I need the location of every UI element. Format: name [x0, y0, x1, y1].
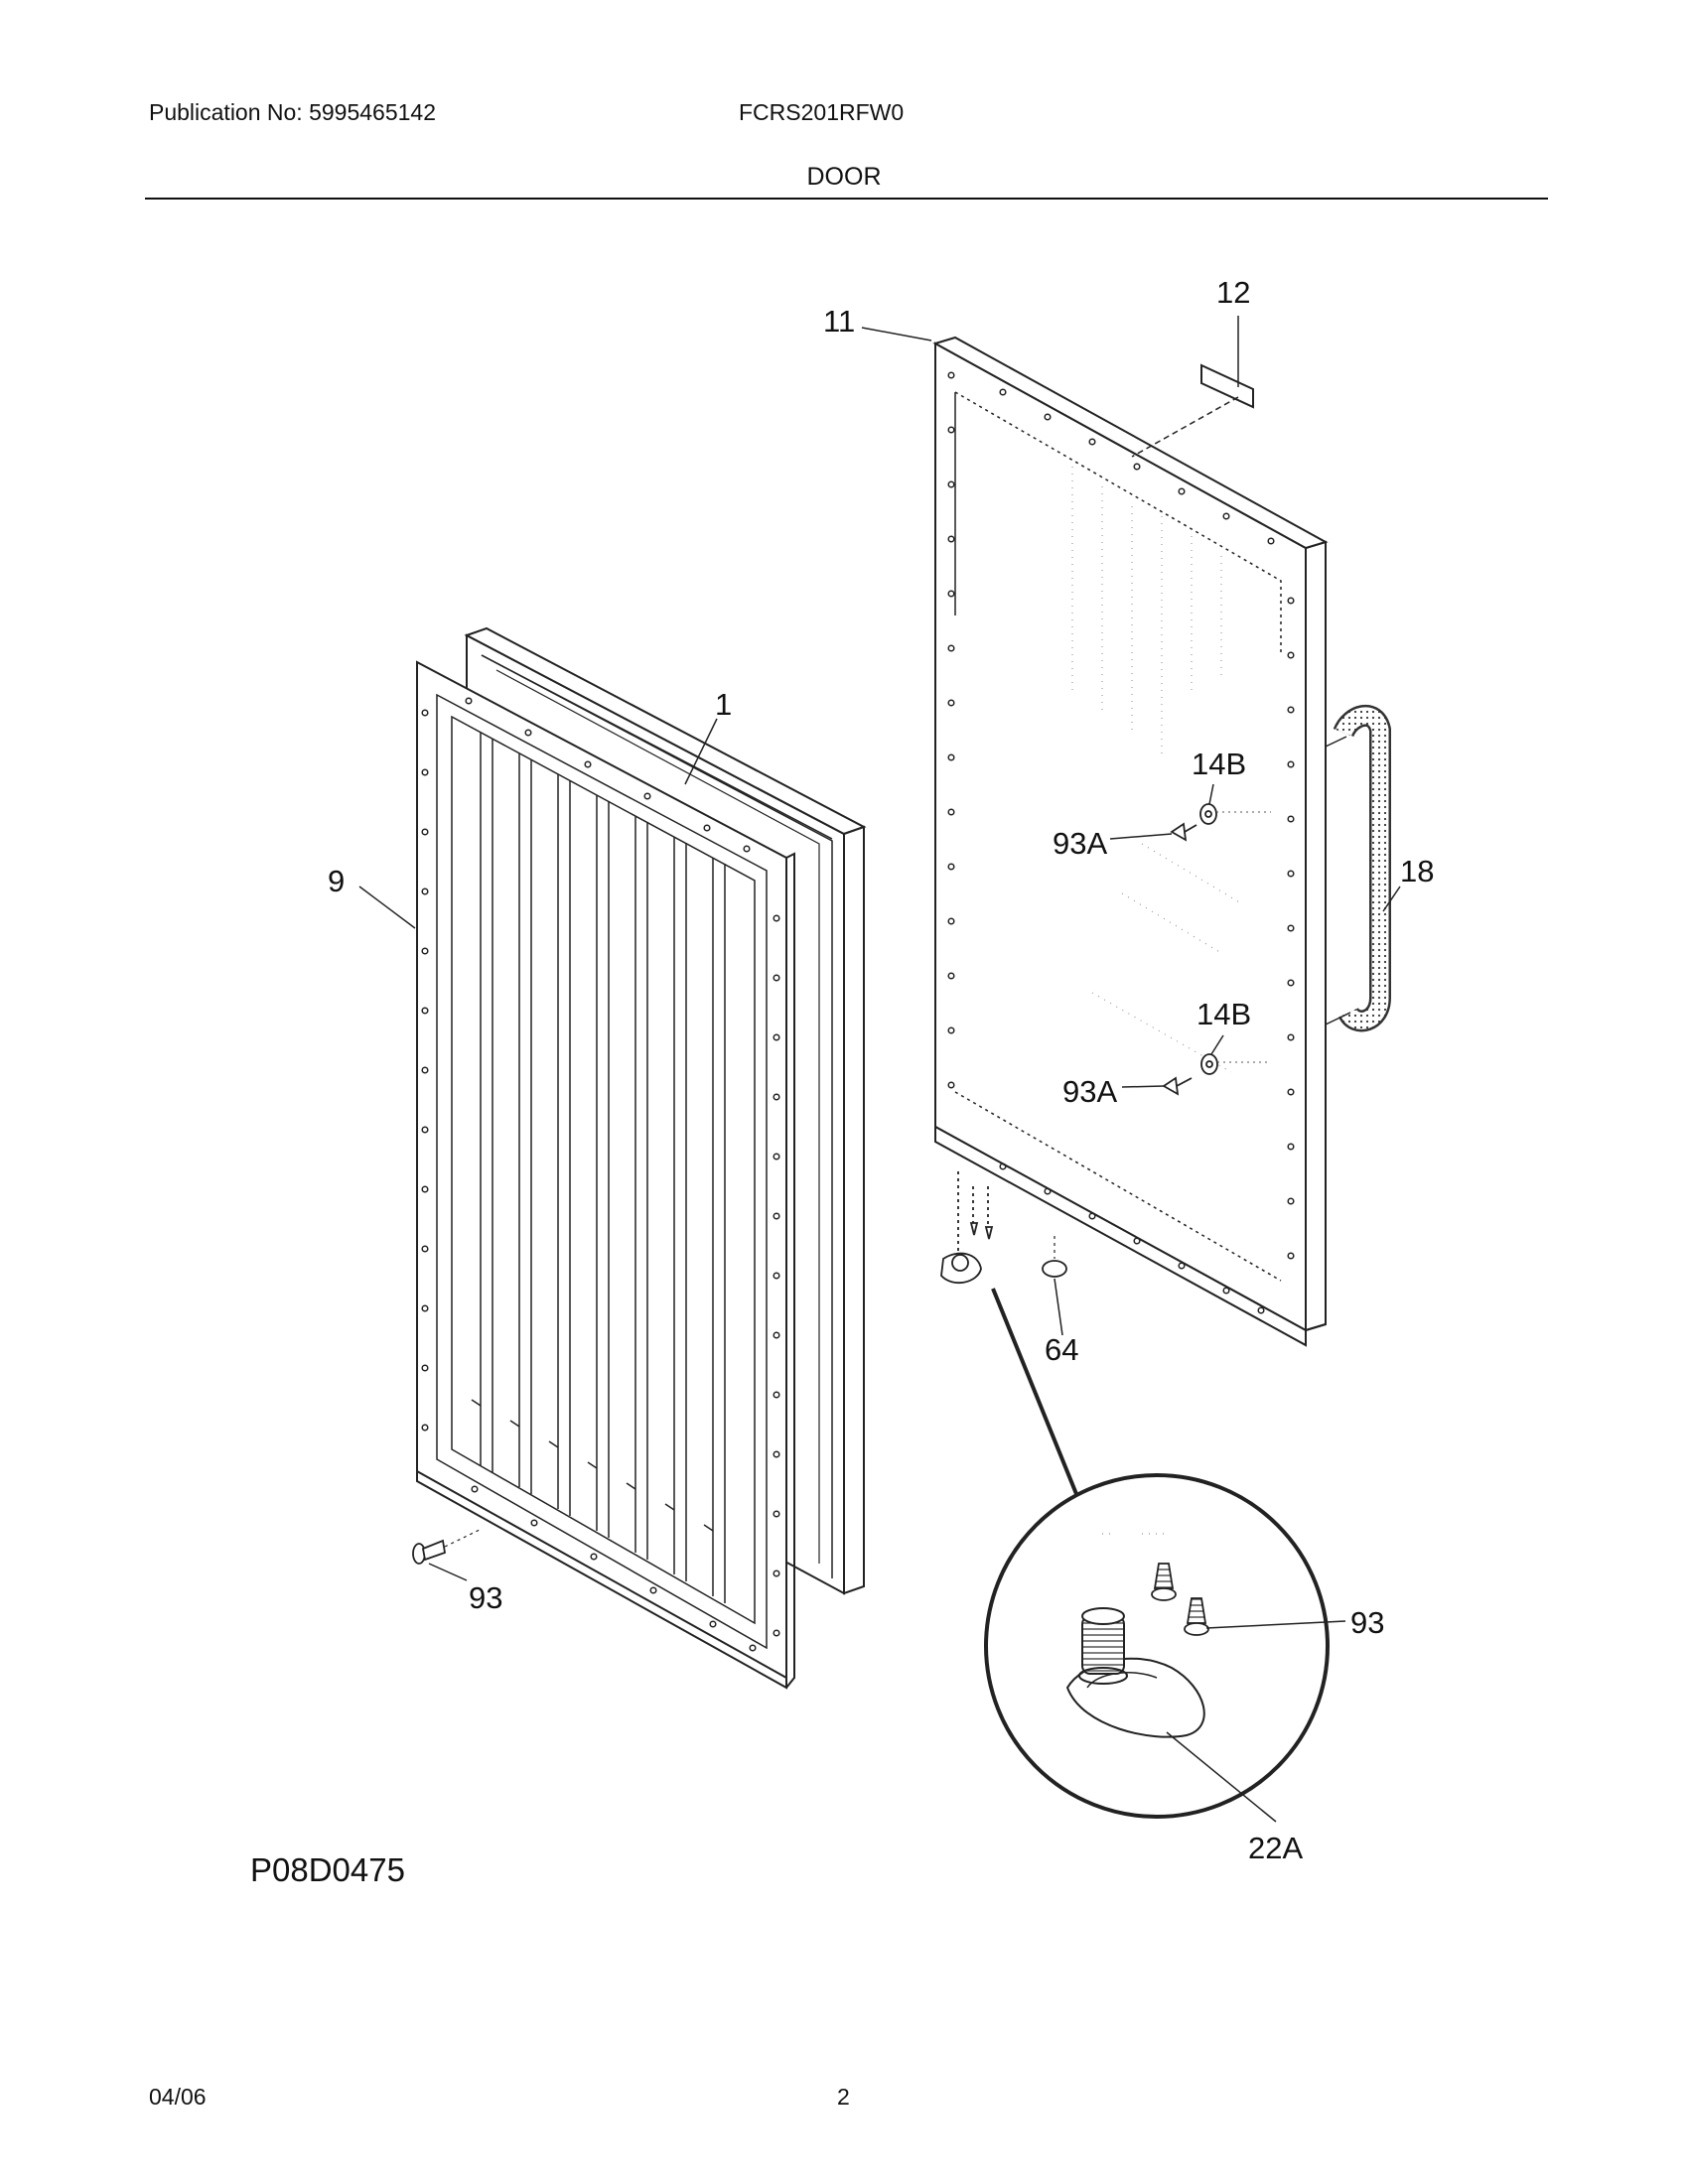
callout-93a-upper: 93A — [1053, 826, 1107, 861]
callout-93-right: 93 — [1350, 1605, 1384, 1640]
drawing-id: P08D0475 — [250, 1851, 405, 1888]
hinge-pin-assembly — [940, 1171, 994, 1285]
screw-93a-lower — [1162, 1076, 1193, 1096]
label-plate — [1200, 363, 1254, 409]
callout-12: 12 — [1216, 275, 1250, 310]
callout-93a-lower: 93A — [1062, 1074, 1117, 1109]
inner-door-liner — [416, 660, 795, 1690]
hinge-detail-magnifier — [984, 1288, 1330, 1819]
callout-22a: 22A — [1248, 1831, 1303, 1865]
hole-plug-64 — [1042, 1236, 1067, 1278]
screw-93-left — [412, 1528, 483, 1565]
publication-number: Publication No: 5995465142 — [149, 99, 437, 125]
callout-11: 11 — [823, 304, 855, 339]
washer-14b-upper — [1199, 803, 1217, 825]
washer-14b-lower — [1200, 1053, 1218, 1075]
page-number: 2 — [837, 2084, 850, 2110]
footer-date: 04/06 — [149, 2084, 207, 2110]
callout-14b-upper: 14B — [1192, 747, 1246, 781]
model-number: FCRS201RFW0 — [739, 99, 905, 125]
callout-14b-lower: 14B — [1196, 997, 1251, 1031]
callout-64: 64 — [1045, 1332, 1078, 1367]
door-handle — [1325, 704, 1391, 1032]
outer-door-panel — [932, 336, 1329, 1347]
callout-18: 18 — [1400, 854, 1434, 888]
leader-lines — [358, 316, 1401, 1823]
callout-9: 9 — [328, 864, 345, 898]
callout-1: 1 — [715, 687, 732, 722]
callout-labels: 11 12 1 9 14B 93A 18 14B 93A 64 93 93 22… — [328, 275, 1434, 1865]
section-title: DOOR — [806, 163, 882, 191]
screw-93a-upper — [1170, 822, 1197, 842]
callout-93-left: 93 — [469, 1580, 502, 1615]
header-rule — [145, 198, 1548, 200]
